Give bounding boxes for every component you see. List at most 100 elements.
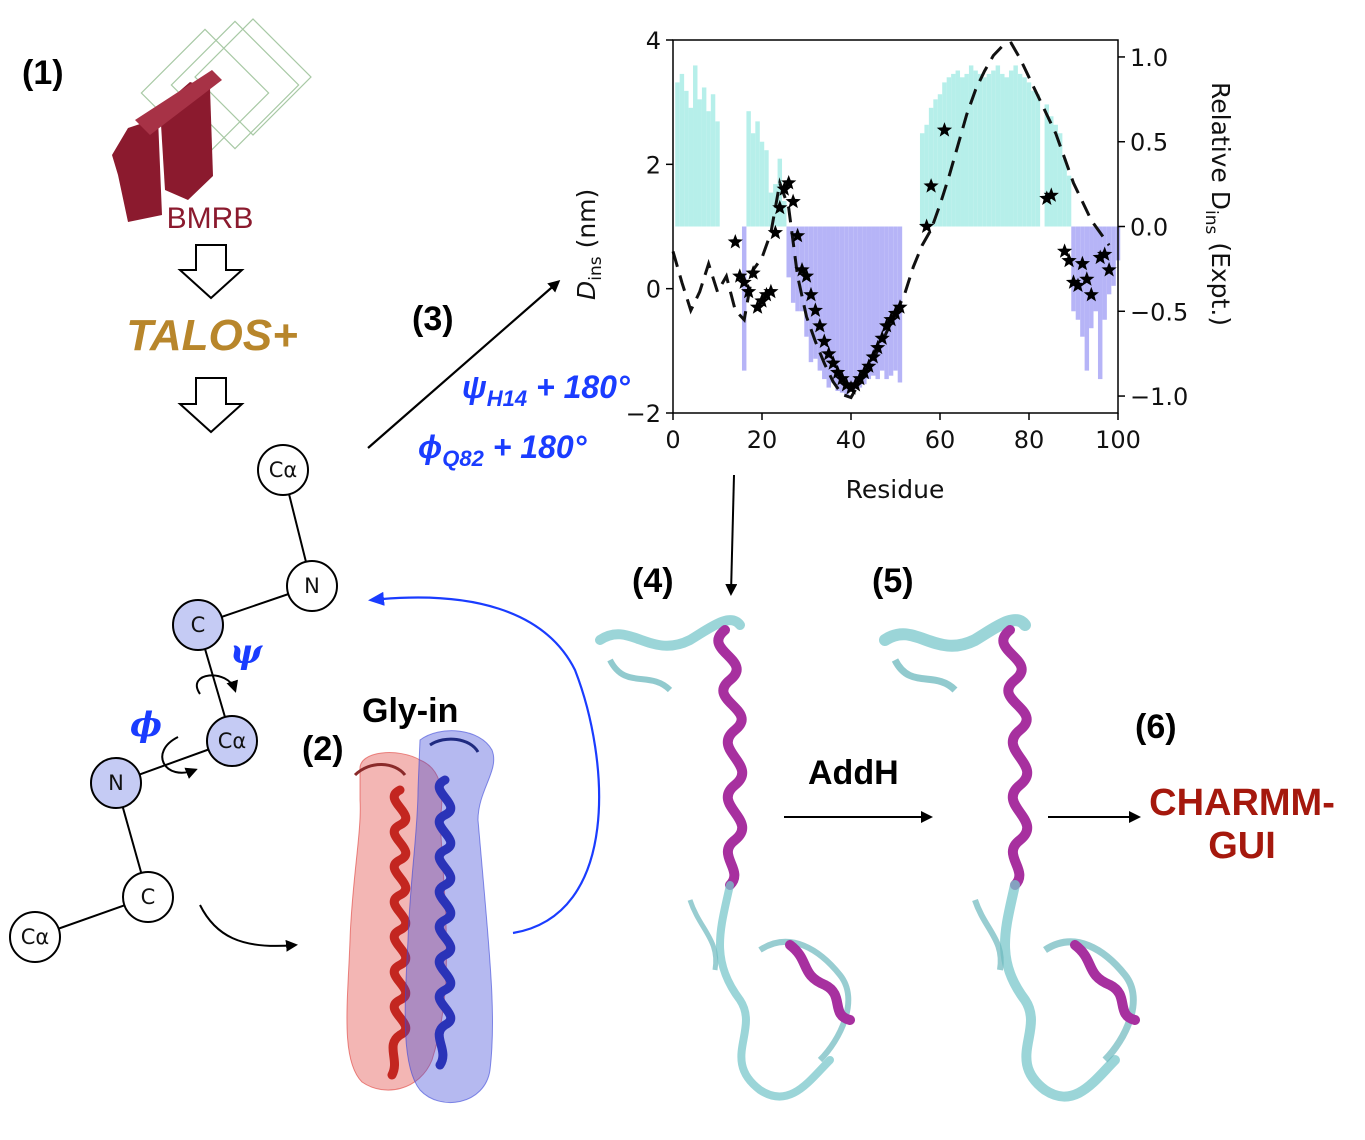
data-bar [768, 192, 774, 227]
y-right-axis-ticks: −1.0−0.50.00.51.0 [1118, 44, 1188, 411]
data-bar [1049, 116, 1054, 227]
blue-curved-arrow-to-n [368, 591, 601, 935]
data-bar [804, 226, 809, 337]
data-bar [1008, 70, 1014, 227]
data-bar [844, 226, 849, 397]
x-tick-label: 20 [747, 426, 778, 454]
star-marker [843, 380, 859, 395]
step-3-label: (3) [412, 300, 454, 338]
data-bar [951, 73, 956, 227]
psi-symbol: ψ [230, 632, 263, 672]
star-marker [790, 227, 806, 243]
data-bar [1057, 133, 1063, 227]
arrow-to-structure-4 [725, 474, 738, 596]
atom-c-bottom [122, 871, 174, 923]
protein-structure-5 [879, 614, 1140, 1102]
atom-label: Cα [21, 925, 50, 949]
star-marker [745, 265, 761, 280]
data-bar [830, 226, 836, 383]
data-bar [1026, 82, 1032, 227]
data-bar [942, 82, 947, 227]
data-bar [1053, 124, 1058, 227]
data-bar [928, 107, 934, 227]
data-bar [964, 73, 969, 227]
star-marker [732, 268, 748, 283]
star-marker [838, 377, 855, 392]
data-bar [991, 70, 996, 227]
star-marker [781, 175, 797, 190]
x-tick-label: 80 [1014, 426, 1045, 454]
phi-rotation-arrow [161, 736, 198, 779]
data-bar [1066, 175, 1072, 227]
star-marker [923, 178, 939, 193]
data-bar [759, 141, 765, 227]
atom-n-top [286, 560, 338, 612]
phi-rotation-label: ϕQ82 + 180° [418, 429, 587, 471]
star-marker [1065, 274, 1082, 289]
x-tick-label: 40 [836, 426, 867, 454]
star-marker [821, 345, 837, 361]
charmm-gui-line1: CHARMM- [1149, 782, 1335, 824]
data-bar [879, 226, 885, 371]
psi-rotation-offset: + 180° [527, 369, 630, 405]
data-bar [919, 133, 925, 227]
star-marker [807, 302, 823, 317]
y-left-tick-label: 0 [646, 276, 661, 304]
y-left-axis-symbol: D [572, 281, 601, 300]
y-right-tick-label: 1.0 [1130, 44, 1168, 72]
star-marker [749, 299, 766, 314]
data-bar [822, 226, 827, 380]
data-bar [924, 124, 929, 227]
backbone-schematic: Cα N C Cα N C Cα ψ ϕ [9, 444, 338, 963]
data-bar [684, 90, 689, 227]
addh-label: AddH [808, 754, 899, 792]
atom-calpha-top [257, 444, 309, 496]
star-marker [936, 122, 953, 137]
data-bar [1000, 73, 1005, 227]
star-marker [785, 193, 801, 209]
data-bar [1062, 158, 1067, 227]
y-right-axis-label: Relative Dins (Expt.) [1201, 82, 1235, 326]
data-bar [746, 111, 751, 227]
phi-symbol: ϕ [130, 705, 162, 745]
star-marker [856, 364, 872, 380]
data-bar [675, 82, 680, 227]
y-right-axis-subscript: ins [1201, 210, 1221, 234]
star-marker [919, 218, 935, 233]
x-tick-label: 0 [665, 426, 680, 454]
y-left-tick-label: 2 [646, 151, 661, 179]
star-marker [834, 370, 850, 386]
y-left-axis-label: Dins (nm) [572, 189, 606, 300]
star-marker [812, 318, 828, 333]
star-marker [830, 364, 846, 380]
y-right-tick-label: 0.0 [1130, 214, 1168, 242]
x-axis-label: Residue [846, 475, 945, 504]
relative-dins-bars [675, 65, 1121, 397]
data-bar [982, 77, 987, 227]
protein-structure-4 [595, 615, 855, 1101]
data-bar [866, 226, 872, 380]
data-bar [986, 73, 992, 227]
down-arrow-2 [177, 377, 245, 434]
y-right-tick-label: −0.5 [1130, 298, 1188, 326]
data-bar [871, 226, 876, 376]
data-bar [995, 65, 1001, 227]
phi-rotation-symbol: ϕ [418, 429, 442, 465]
star-marker [772, 199, 788, 215]
data-bar [862, 226, 867, 385]
data-bar [1071, 226, 1076, 312]
star-marker [803, 286, 819, 302]
phi-rotation-residue: Q82 [442, 446, 484, 471]
atom-c-blue [172, 599, 224, 651]
star-marker [1079, 271, 1095, 286]
data-bar [1035, 94, 1041, 227]
data-bar [1022, 77, 1027, 227]
star-marker [767, 224, 783, 240]
y-left-tick-label: −2 [626, 400, 661, 428]
data-bar [688, 107, 694, 227]
arrow-to-plot [367, 280, 561, 449]
y-left-axis-subscript: ins [586, 256, 606, 280]
